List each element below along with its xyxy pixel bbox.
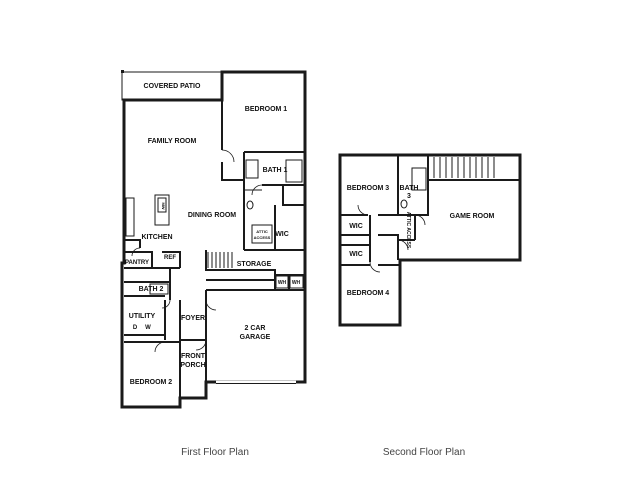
bath3-toilet <box>400 199 408 209</box>
label-pantry: PANTRY <box>125 260 149 266</box>
bath1-vanity <box>245 159 259 179</box>
bath3-tub <box>411 167 427 191</box>
label-attic-1: ATTIC <box>256 229 268 234</box>
second-floor-exterior-wall <box>338 153 522 327</box>
first-floor-plan: COVERED PATIO BEDROOM 1 FAMILY ROOM BATH… <box>120 70 307 409</box>
water-heater-1 <box>275 275 289 289</box>
label-kitchen: KITCHEN <box>141 234 172 241</box>
label-attic-access-upper: ATTIC ACCESS <box>405 212 411 249</box>
label-attic-2: ACCESS <box>254 235 271 240</box>
microwave-box <box>157 197 167 213</box>
label-bedroom-2: BEDROOM 2 <box>130 379 173 386</box>
label-bath-3b: 3 <box>407 193 411 200</box>
label-dining-room: DINING ROOM <box>188 212 236 219</box>
label-water-heater-2: WH <box>292 280 301 286</box>
label-garage-2: GARAGE <box>240 334 271 341</box>
bath1-tub <box>285 159 303 183</box>
caption-first-floor: First Floor Plan <box>181 447 249 458</box>
label-washer: W <box>145 325 151 331</box>
label-ref: REF <box>164 255 176 261</box>
first-floor-stairs <box>207 252 233 268</box>
label-game-room: GAME ROOM <box>450 213 495 220</box>
label-bath-2: BATH 2 <box>139 286 164 293</box>
attic-access-box <box>251 224 273 244</box>
label-wic-first: WIC <box>275 231 289 238</box>
label-front-porch-2: PORCH <box>180 362 205 369</box>
label-utility: UTILITY <box>129 313 156 320</box>
label-microwave: MW <box>161 202 166 209</box>
label-family-room: FAMILY ROOM <box>148 138 197 145</box>
kitchen-counter <box>125 197 135 237</box>
label-bedroom-4: BEDROOM 4 <box>347 290 390 297</box>
second-floor-plan: BEDROOM 3 BATH 3 GAME ROOM WIC ATTIC ACC… <box>338 153 522 327</box>
label-covered-patio: COVERED PATIO <box>144 83 201 90</box>
label-storage: STORAGE <box>237 261 272 268</box>
label-bedroom-3: BEDROOM 3 <box>347 185 390 192</box>
label-bath-3a: BATH <box>400 185 419 192</box>
bath1-toilet <box>246 200 254 210</box>
label-wic-lower: WIC <box>349 251 363 258</box>
label-dryer: D <box>133 325 138 331</box>
label-bedroom-1: BEDROOM 1 <box>245 106 288 113</box>
bath2-tub <box>149 283 169 295</box>
label-water-heater-1: WH <box>278 280 287 286</box>
second-floor-stairs <box>433 157 495 178</box>
label-bath-1: BATH 1 <box>263 167 288 174</box>
water-heater-2 <box>289 275 304 289</box>
caption-second-floor: Second Floor Plan <box>383 447 465 458</box>
patio-corner-post <box>121 70 124 73</box>
label-garage-1: 2 CAR <box>244 325 265 332</box>
label-wic-upper: WIC <box>349 223 363 230</box>
first-floor-exterior-wall <box>120 70 307 409</box>
label-foyer: FOYER <box>181 315 205 322</box>
label-front-porch-1: FRONT <box>181 353 206 360</box>
